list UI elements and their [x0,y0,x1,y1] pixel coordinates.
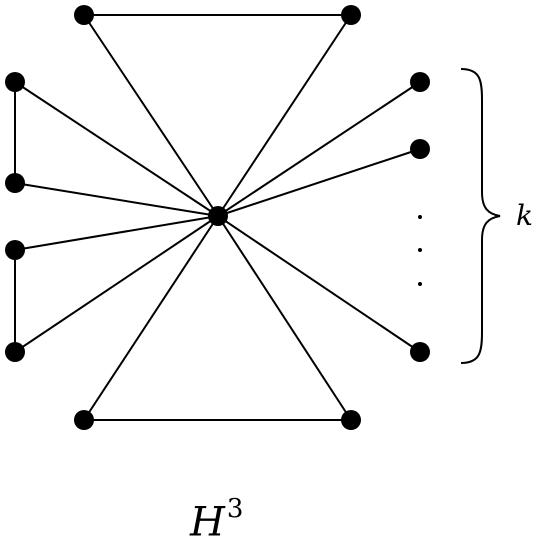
vertex-bottom-right [341,410,361,430]
brace-label-k: k [516,199,533,232]
edge-top-left-center [83,14,219,217]
vertex-top-left [74,5,94,25]
caption-superscript: 3 [226,494,244,524]
edge-bottom-left-center [83,215,219,421]
vertex-layer [5,5,430,430]
edge-top-right-center [217,14,352,217]
vertex-right-1 [410,72,430,92]
edge-left-2-center [14,182,219,217]
edge-left-4-center [14,215,219,353]
vertex-top-right [341,5,361,25]
edge-right-k-center [217,215,421,353]
vertex-left-2 [5,173,25,193]
vertex-left-4 [5,342,25,362]
vertical-ellipsis [418,215,422,286]
vertex-center [208,206,228,226]
right-curly-brace [460,68,501,364]
edge-left-1-center [14,81,219,217]
vertex-right-2 [410,139,430,159]
vertex-bottom-left [74,410,94,430]
ellipsis-dot [418,215,422,219]
vertex-left-3 [5,240,25,260]
vertex-right-k [410,342,430,362]
edge-bottom-right-center [217,215,352,421]
ellipsis-dot [418,282,422,286]
graph-caption: H3 [190,496,243,546]
ellipsis-dot [418,248,422,252]
edge-right-1-center [217,81,421,217]
edge-left-3-center [14,215,219,251]
edge-layer [14,14,421,421]
vertex-left-1 [5,72,25,92]
caption-base: H [190,499,225,546]
edge-right-2-center [217,148,421,217]
